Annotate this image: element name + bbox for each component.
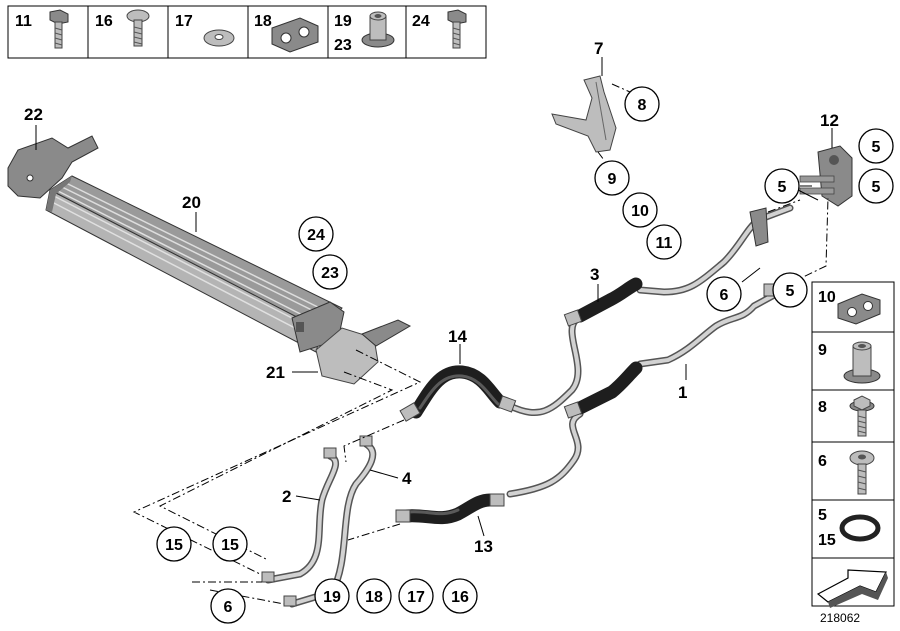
pipe-network — [261, 204, 794, 608]
circle-label-15a: 15 — [156, 526, 192, 562]
circle-label-11: 11 — [646, 224, 682, 260]
part-label-3: 3 — [590, 265, 599, 284]
circle-label-6a: 6 — [706, 276, 742, 312]
pipe-holder-icon — [271, 17, 319, 53]
svg-text:5: 5 — [786, 283, 795, 300]
arrow-icon — [816, 569, 888, 608]
svg-text:10: 10 — [631, 203, 649, 220]
svg-text:15: 15 — [221, 537, 239, 554]
header-label-23: 23 — [334, 37, 352, 54]
circled-labels: 8 9 10 11 5 5 5 5 — [156, 86, 894, 624]
torx-bolt-icon — [126, 9, 150, 47]
header-label-17: 17 — [175, 13, 193, 30]
header-label-19: 19 — [334, 13, 352, 30]
circle-label-23: 23 — [312, 254, 348, 290]
svg-text:18: 18 — [365, 589, 383, 606]
svg-text:23: 23 — [321, 265, 339, 282]
part-label-7: 7 — [594, 39, 603, 58]
circle-label-9: 9 — [594, 160, 630, 196]
part-label-13: 13 — [474, 537, 493, 556]
side-label-5: 5 — [818, 507, 827, 524]
rubber-mount-icon — [843, 341, 881, 384]
bracket-7 — [551, 75, 617, 153]
circle-label-8: 8 — [624, 86, 660, 122]
part-label-4: 4 — [402, 469, 412, 488]
header-label-16: 16 — [95, 13, 113, 30]
reference-number: 218062 — [820, 611, 860, 625]
connector-12 — [799, 145, 853, 207]
torx-bolt-icon — [849, 450, 875, 495]
circle-label-10: 10 — [622, 192, 658, 228]
side-cell-8 — [811, 389, 895, 443]
header-strip: 11 16 17 18 19 23 24 — [7, 5, 487, 59]
svg-text:5: 5 — [872, 139, 881, 156]
part-label-21: 21 — [266, 363, 285, 382]
svg-text:19: 19 — [323, 589, 341, 606]
side-label-10: 10 — [818, 289, 836, 306]
bolt-icon — [49, 9, 69, 49]
circle-label-5b: 5 — [764, 168, 800, 204]
side-label-15: 15 — [818, 532, 836, 549]
collar-bolt-icon — [849, 395, 875, 437]
o-ring-icon — [839, 514, 881, 542]
svg-text:15: 15 — [165, 537, 183, 554]
circle-label-18: 18 — [356, 578, 392, 614]
svg-text:11: 11 — [656, 235, 673, 252]
washer-icon — [203, 29, 235, 47]
header-cell-24 — [405, 5, 487, 59]
svg-text:8: 8 — [638, 97, 647, 114]
svg-text:6: 6 — [224, 599, 233, 616]
svg-text:17: 17 — [407, 589, 425, 606]
part-label-14: 14 — [448, 327, 467, 346]
circle-label-16: 16 — [442, 578, 478, 614]
side-label-6: 6 — [818, 453, 827, 470]
svg-text:6: 6 — [720, 287, 729, 304]
pipe-holder-icon — [837, 293, 881, 325]
side-cell-6 — [811, 441, 895, 501]
side-strip: 10 9 8 6 5 15 — [811, 281, 895, 608]
part-label-1: 1 — [678, 383, 687, 402]
svg-text:5: 5 — [778, 179, 787, 196]
side-label-8: 8 — [818, 399, 827, 416]
part-label-20: 20 — [182, 193, 201, 212]
svg-text:5: 5 — [872, 179, 881, 196]
circle-label-15b: 15 — [212, 526, 248, 562]
oil-cooler — [7, 135, 412, 385]
circle-label-19: 19 — [314, 578, 350, 614]
part-label-22: 22 — [24, 105, 43, 124]
svg-text:24: 24 — [307, 227, 325, 244]
svg-text:9: 9 — [608, 171, 617, 188]
hex-bolt-icon — [447, 9, 467, 49]
circle-label-5d: 5 — [772, 272, 808, 308]
circle-label-24: 24 — [298, 216, 334, 252]
rubber-mount-icon — [361, 11, 395, 48]
header-label-24: 24 — [412, 13, 430, 30]
header-label-18: 18 — [254, 13, 272, 30]
circle-label-6b: 6 — [210, 588, 246, 624]
header-label-11: 11 — [15, 13, 32, 30]
part-label-12: 12 — [820, 111, 839, 130]
bracket-22 — [7, 135, 99, 199]
circle-label-17: 17 — [398, 578, 434, 614]
header-cell-19-23 — [327, 5, 407, 59]
bracket-21 — [315, 327, 379, 385]
header-cell-11 — [7, 5, 89, 59]
part-label-2: 2 — [282, 487, 291, 506]
part-labels: 1 2 3 4 7 12 13 14 20 21 22 — [24, 39, 839, 556]
circle-label-5c: 5 — [858, 168, 894, 204]
leader-lines — [35, 57, 833, 537]
svg-text:16: 16 — [451, 589, 469, 606]
side-label-9: 9 — [818, 342, 827, 359]
circle-label-5a: 5 — [858, 128, 894, 164]
